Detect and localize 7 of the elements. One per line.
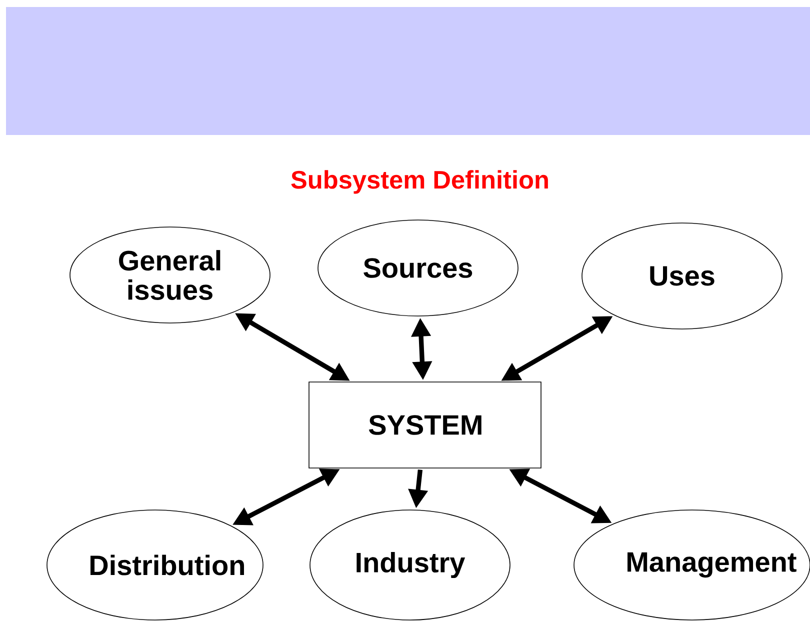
- system-box: SYSTEM: [308, 382, 542, 468]
- ellipse-node: General issues: [70, 226, 270, 324]
- ellipse-node: Uses: [582, 222, 782, 330]
- ellipse-node: Industry: [310, 510, 510, 620]
- ellipse-node: Sources: [318, 220, 518, 316]
- ellipse-node: Distribution: [46, 510, 264, 620]
- title: Subsystem Definition: [291, 170, 548, 194]
